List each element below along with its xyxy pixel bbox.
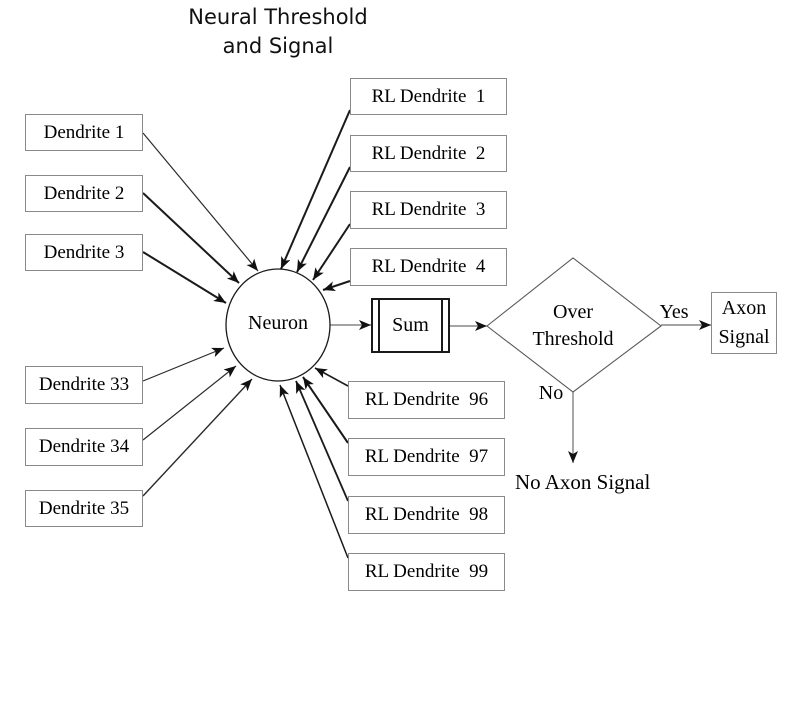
sum-label: Sum bbox=[392, 314, 429, 336]
threshold-diamond bbox=[486, 257, 662, 393]
title-line-1: Neural Threshold bbox=[188, 5, 368, 29]
edge-rl-dendrite-2-neuron bbox=[296, 166, 351, 273]
title-line-2: and Signal bbox=[222, 34, 334, 58]
rl-dendrite-97-box: RL Dendrite 97 bbox=[348, 438, 505, 476]
edge-dendrite-1-neuron bbox=[142, 132, 259, 272]
threshold-label: Over Threshold bbox=[503, 299, 643, 353]
edge-rl-dendrite-98-neuron bbox=[295, 380, 349, 502]
rl-dendrite-2-box: RL Dendrite 2 bbox=[350, 135, 507, 172]
rl-dendrite-1-box: RL Dendrite 1 bbox=[350, 78, 507, 115]
edge-rl-dendrite-97-neuron bbox=[302, 376, 349, 444]
no-axon-signal-label: No Axon Signal bbox=[515, 470, 651, 494]
edge-dendrite-33-neuron bbox=[142, 347, 225, 382]
rl-dendrite-99-box: RL Dendrite 99 bbox=[348, 553, 505, 591]
rl-dendrite-96-box: RL Dendrite 96 bbox=[348, 381, 505, 419]
edge-rl-dendrite-99-neuron bbox=[279, 384, 349, 559]
edge-rl-dendrite-96-neuron bbox=[314, 367, 349, 387]
edge-rl-dendrite-1-neuron bbox=[280, 109, 351, 270]
threshold-label-line-1: Over bbox=[553, 301, 593, 323]
dendrite-2-box: Dendrite 2 bbox=[25, 175, 143, 212]
axon-label-line-1: Axon bbox=[721, 297, 767, 319]
no-label: No bbox=[538, 382, 564, 404]
sum-process-box: Sum bbox=[371, 298, 450, 353]
rl-dendrite-3-box: RL Dendrite 3 bbox=[350, 191, 507, 229]
dendrite-33-box: Dendrite 33 bbox=[25, 366, 143, 404]
edge-dendrite-34-neuron bbox=[142, 365, 237, 441]
axon-label-line-2: Signal bbox=[718, 326, 770, 348]
threshold-label-line-2: Threshold bbox=[532, 328, 614, 350]
dendrite-3-box: Dendrite 3 bbox=[25, 234, 143, 271]
edge-dendrite-35-neuron bbox=[142, 378, 253, 497]
dendrite-1-box: Dendrite 1 bbox=[25, 114, 143, 151]
rl-dendrite-4-box: RL Dendrite 4 bbox=[350, 248, 507, 286]
yes-label: Yes bbox=[659, 301, 689, 323]
axon-signal-box: Axon Signal bbox=[711, 292, 777, 354]
rl-dendrite-98-box: RL Dendrite 98 bbox=[348, 496, 505, 534]
dendrite-35-box: Dendrite 35 bbox=[25, 490, 143, 527]
dendrite-34-box: Dendrite 34 bbox=[25, 428, 143, 466]
sum-right-bar bbox=[441, 300, 443, 351]
neuron-label: Neuron bbox=[248, 312, 308, 334]
edge-dendrite-3-neuron bbox=[142, 251, 227, 304]
neuron-circle bbox=[225, 268, 331, 382]
sum-left-bar bbox=[378, 300, 380, 351]
diagram-title: Neural Threshold and Signal bbox=[128, 3, 428, 61]
edge-rl-dendrite-4-neuron bbox=[322, 280, 351, 291]
edge-rl-dendrite-3-neuron bbox=[312, 223, 351, 281]
edge-dendrite-2-neuron bbox=[142, 192, 240, 284]
